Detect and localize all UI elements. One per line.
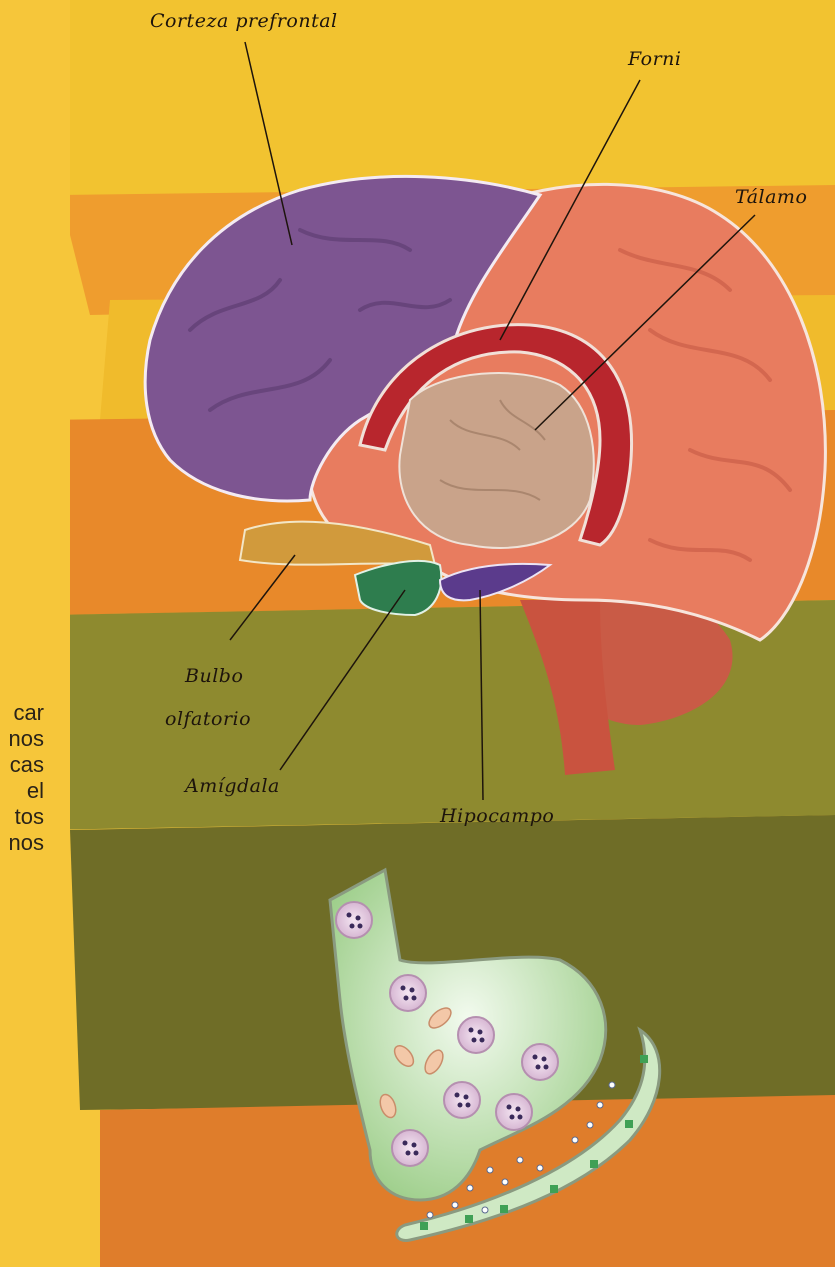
label-fornix: Forni (628, 48, 681, 70)
label-thalamus: Tálamo (735, 186, 807, 208)
cropped-line: el (0, 778, 44, 804)
label-olfactory-bulb-line1: Bulbo (185, 665, 243, 687)
label-amygdala: Amígdala (185, 775, 280, 797)
cropped-line: nos (0, 726, 44, 752)
label-prefrontal-cortex: Corteza prefrontal (150, 10, 338, 32)
cropped-line: tos (0, 804, 44, 830)
cropped-paragraph: car nos cas el tos nos (0, 700, 44, 856)
label-olfactory-bulb-line2: olfatorio (165, 708, 251, 730)
cropped-line: nos (0, 830, 44, 856)
label-hippocampus: Hipocampo (440, 805, 554, 827)
cropped-line: car (0, 700, 44, 726)
thalamus (399, 373, 593, 548)
cropped-line: cas (0, 752, 44, 778)
